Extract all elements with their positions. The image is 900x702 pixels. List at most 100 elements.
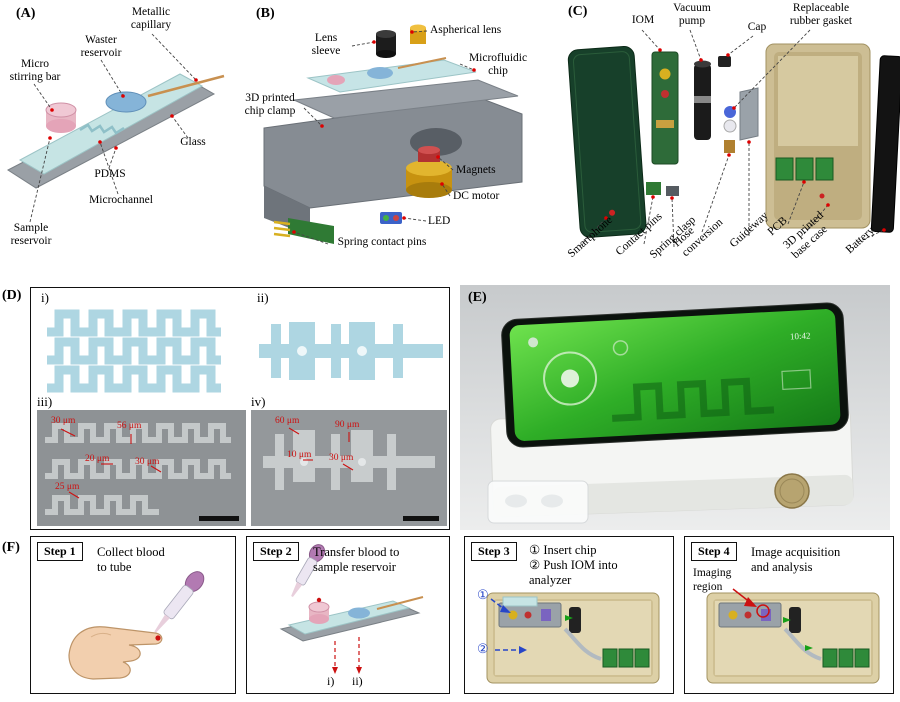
subpanel-iv-label: iv): [251, 394, 266, 409]
label-micro-stirring-bar: Micro stirring bar: [9, 58, 61, 83]
spring-pins-shape: [273, 220, 291, 238]
measurement: 20 μm: [85, 454, 110, 464]
smartphone-photo: [501, 302, 849, 448]
aspherical-lens-shape: [410, 28, 426, 44]
panel-b: (B) Lens sleeve Aspherical lens Microflu…: [230, 0, 560, 282]
imaging-region-marker: [756, 604, 770, 618]
step1-text: Collect blood to tube: [97, 545, 165, 574]
label-glass: Glass: [180, 136, 206, 148]
pcb-terminal: [775, 157, 794, 181]
panel-a-illustration: [7, 33, 225, 223]
measurement: 30 μm: [329, 453, 354, 463]
leader-lines: [579, 29, 885, 248]
subpanel-ii-label: ii): [257, 290, 269, 305]
imaging-arrow: [744, 597, 757, 607]
pins-pcb-shape: [288, 218, 334, 244]
panel-c: (C) IOM Vacuum pump Cap Replaceable rubb…: [560, 0, 900, 282]
step3-illustration: [486, 592, 660, 684]
step3-marker-2: ②: [477, 641, 489, 656]
dimension-arrows-iv: [288, 427, 354, 471]
step2-header: Step 2: [253, 542, 299, 561]
measurement: 30 μm: [135, 457, 160, 467]
smartphone-shape: [567, 46, 647, 238]
step3-header: Step 3: [471, 542, 517, 561]
panel-f-step4: Step 4 Image acquisition and analysis Im…: [684, 536, 894, 694]
panel-d-tag: (D): [2, 288, 22, 303]
contact-pins-shape: [646, 182, 661, 195]
measurement: 90 μm: [335, 420, 360, 430]
panel-e-tag: (E): [468, 290, 487, 305]
panel-e: (E) 10:42: [460, 285, 890, 530]
panel-f-tag: (F): [2, 540, 20, 555]
scale-bar-iv: [403, 516, 439, 521]
panel-e-photo: [487, 302, 854, 524]
leader-lines: [293, 30, 475, 245]
label-vacuum-pump: Vacuum pump: [673, 2, 711, 27]
measurement: 10 μm: [287, 450, 312, 460]
label-waste-reservoir: Waster reservoir: [80, 34, 122, 59]
pipette-shape: [291, 544, 326, 597]
label-cap: Cap: [747, 21, 767, 33]
hand-shape: [68, 626, 163, 680]
cap-shape: [718, 56, 731, 67]
step2-text: Transfer blood to sample reservoir: [313, 545, 400, 574]
waste-reservoir-oval: [105, 91, 147, 113]
blood-drop: [155, 635, 161, 641]
scale-bar-iii: [199, 516, 239, 521]
label-microfluidic-chip: Microfluidic chip: [468, 52, 528, 77]
chip-tray-photo: [487, 480, 589, 524]
measurement: 60 μm: [275, 416, 300, 426]
panel-d-illustration: [37, 309, 447, 526]
leader-lines: [29, 33, 197, 223]
chip-in-tray: [502, 596, 538, 607]
panel-a: (A) Metallic capillary Waster reservoir …: [0, 0, 230, 282]
step1-header: Step 1: [37, 542, 83, 561]
panel-f-step3: Step 3 ① Insert chip ② Push IOM into ana…: [464, 536, 674, 694]
measurement: 25 μm: [55, 482, 80, 492]
step4-text: Image acquisition and analysis: [751, 545, 841, 574]
label-dc-motor: DC motor: [453, 190, 500, 202]
label-aspherical-lens: Aspherical lens: [430, 24, 502, 36]
step3-marker-1: ①: [477, 587, 489, 602]
label-rubber-gasket: Replaceable rubber gasket: [789, 2, 853, 27]
transfer-arrows: [334, 637, 360, 667]
pipette-shape: [154, 571, 205, 633]
lens-sleeve-shape: [376, 34, 396, 54]
label-pdms: PDMS: [94, 168, 126, 180]
label-iom: IOM: [631, 14, 655, 26]
hose-conversion-shape: [724, 140, 735, 153]
label-chip-clamp: 3D printed chip clamp: [244, 92, 296, 117]
battery-shape: [870, 55, 900, 233]
microfluidic-chip-shape: [306, 59, 477, 93]
subpanel-iii-label: iii): [37, 394, 53, 409]
step2-label-ii: ii): [352, 674, 363, 688]
subpanel-i-label: i): [41, 290, 49, 305]
hose: [563, 627, 602, 661]
led-shape: [380, 212, 402, 224]
phone-clock: 10:42: [789, 330, 811, 342]
panel-b-tag: (B): [256, 6, 275, 21]
imaging-region-label: Imaging region: [693, 567, 732, 593]
chamber-design-ii: [259, 322, 443, 380]
leader-dots: [292, 30, 476, 234]
guideway-shape: [739, 87, 759, 141]
label-lens-sleeve: Lens sleeve: [311, 32, 341, 57]
step1-illustration: [68, 571, 205, 680]
label-sample-reservoir: Sample reservoir: [10, 222, 52, 247]
hose: [783, 627, 822, 661]
panel-d: i) ii) iii) iv) 30 μm 56 μm 20 μm 30 μm …: [30, 287, 450, 530]
panel-b-illustration: [263, 24, 523, 245]
panel-f-step1: Step 1 Collect blood to tube: [30, 536, 236, 694]
measurement: 56 μm: [117, 421, 142, 431]
spring-clasp-shape: [666, 186, 679, 196]
step4-illustration: [706, 588, 880, 684]
step2-illustration: [279, 544, 424, 674]
metallic-capillary-line: [147, 74, 225, 98]
leader-dots: [604, 48, 886, 232]
step2-label-i: i): [327, 674, 335, 688]
label-metallic-capillary: Metallic capillary: [130, 6, 172, 31]
panel-c-illustration: [567, 29, 900, 248]
panel-a-tag: (A): [16, 6, 36, 21]
iom-shape: [651, 51, 679, 165]
